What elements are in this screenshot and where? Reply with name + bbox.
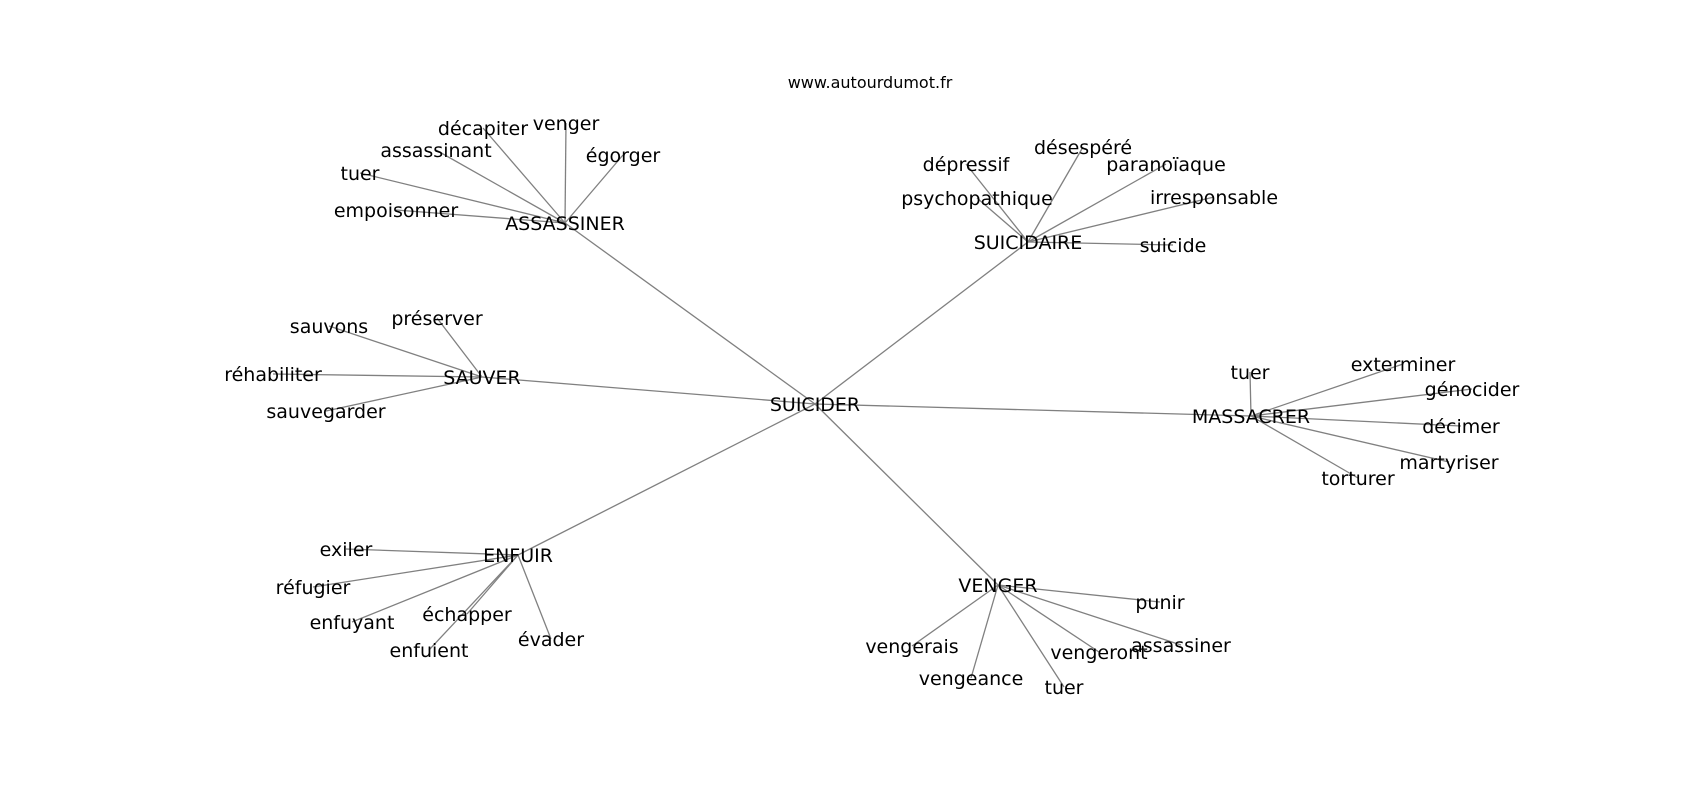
edge-1-3 bbox=[976, 197, 1029, 243]
edge-5-0 bbox=[997, 584, 1161, 603]
edge-4-2 bbox=[351, 554, 519, 623]
edge-2-0 bbox=[436, 317, 483, 378]
related-word-node: punir bbox=[1135, 592, 1184, 614]
edge-center-5 bbox=[814, 403, 999, 586]
related-word-node: exiler bbox=[320, 539, 373, 561]
related-word-node: martyriser bbox=[1399, 452, 1498, 474]
edge-4-5 bbox=[517, 554, 552, 640]
edge-0-2 bbox=[435, 149, 566, 224]
cluster-word-node: SUICIDAIRE bbox=[974, 232, 1083, 254]
edge-0-1 bbox=[564, 122, 567, 224]
cluster-word-node: MASSACRER bbox=[1192, 406, 1310, 428]
related-word-node: génocider bbox=[1425, 379, 1520, 401]
related-word-node: réfugier bbox=[276, 577, 351, 599]
edge-2-2 bbox=[272, 373, 483, 378]
site-url: www.autourdumot.fr bbox=[788, 73, 953, 92]
related-word-node: vengeance bbox=[919, 668, 1024, 690]
edge-center-0 bbox=[564, 222, 816, 405]
edge-2-1 bbox=[328, 325, 483, 378]
related-word-node: assassiner bbox=[1131, 635, 1231, 657]
edge-3-4 bbox=[1250, 415, 1450, 463]
edge-5-5 bbox=[997, 584, 1065, 688]
related-word-node: irresponsable bbox=[1150, 187, 1278, 209]
edge-0-3 bbox=[564, 154, 624, 224]
edge-4-4 bbox=[428, 554, 519, 651]
cluster-word-node: SAUVER bbox=[443, 367, 521, 389]
related-word-node: réhabiliter bbox=[224, 364, 322, 386]
edge-1-4 bbox=[1027, 196, 1215, 243]
graph-edges bbox=[272, 122, 1473, 688]
edge-1-0 bbox=[1027, 146, 1084, 243]
edge-0-0 bbox=[482, 127, 566, 224]
related-word-node: enfuyant bbox=[310, 612, 395, 634]
edge-3-3 bbox=[1250, 415, 1462, 427]
edge-center-4 bbox=[517, 403, 816, 556]
related-word-node: assassinant bbox=[380, 140, 491, 162]
related-word-node: vengeront bbox=[1050, 642, 1147, 664]
edge-4-0 bbox=[345, 548, 519, 556]
edge-5-2 bbox=[997, 584, 1182, 646]
edge-5-1 bbox=[911, 584, 999, 647]
related-word-node: paranoïaque bbox=[1106, 154, 1226, 176]
related-word-node: décapiter bbox=[438, 118, 528, 140]
related-word-node: évader bbox=[518, 629, 584, 651]
related-word-node: torturer bbox=[1321, 468, 1394, 490]
related-word-node: venger bbox=[533, 113, 600, 135]
cluster-word-node: VENGER bbox=[958, 575, 1037, 597]
edge-4-1 bbox=[312, 554, 519, 588]
related-word-node: vengerais bbox=[865, 636, 958, 658]
edge-1-1 bbox=[965, 163, 1029, 243]
edge-1-5 bbox=[1027, 241, 1174, 246]
cluster-word-node: ENFUIR bbox=[483, 545, 553, 567]
related-word-node: suicide bbox=[1140, 235, 1207, 257]
related-word-node: tuer bbox=[1045, 677, 1084, 699]
related-word-node: sauvons bbox=[290, 316, 368, 338]
edge-1-2 bbox=[1027, 163, 1167, 243]
edge-center-1 bbox=[814, 241, 1029, 405]
related-word-node: empoisonner bbox=[334, 200, 458, 222]
related-word-node: égorger bbox=[586, 145, 661, 167]
edge-3-0 bbox=[1249, 371, 1252, 417]
related-word-node: préserver bbox=[391, 308, 482, 330]
center-word-node: SUICIDER bbox=[770, 394, 860, 416]
edge-2-3 bbox=[325, 376, 483, 412]
related-word-node: tuer bbox=[341, 163, 380, 185]
edge-0-4 bbox=[359, 172, 566, 224]
related-word-node: désespéré bbox=[1034, 137, 1132, 159]
edge-3-5 bbox=[1250, 415, 1359, 479]
related-word-node: tuer bbox=[1231, 362, 1270, 384]
edge-5-4 bbox=[970, 584, 999, 679]
related-word-node: échapper bbox=[422, 604, 512, 626]
related-word-node: sauvegarder bbox=[266, 401, 385, 423]
edge-3-1 bbox=[1250, 363, 1404, 417]
related-word-node: décimer bbox=[1422, 416, 1500, 438]
cluster-word-node: ASSASSINER bbox=[505, 213, 625, 235]
related-word-node: exterminer bbox=[1351, 354, 1456, 376]
edge-0-5 bbox=[395, 209, 566, 224]
related-word-node: psychopathique bbox=[901, 188, 1053, 210]
edge-3-2 bbox=[1250, 388, 1473, 417]
related-word-node: enfuient bbox=[390, 640, 469, 662]
edge-center-2 bbox=[481, 376, 816, 405]
related-word-node: dépressif bbox=[923, 154, 1011, 176]
edge-5-3 bbox=[997, 584, 1100, 653]
edge-center-3 bbox=[814, 403, 1252, 417]
